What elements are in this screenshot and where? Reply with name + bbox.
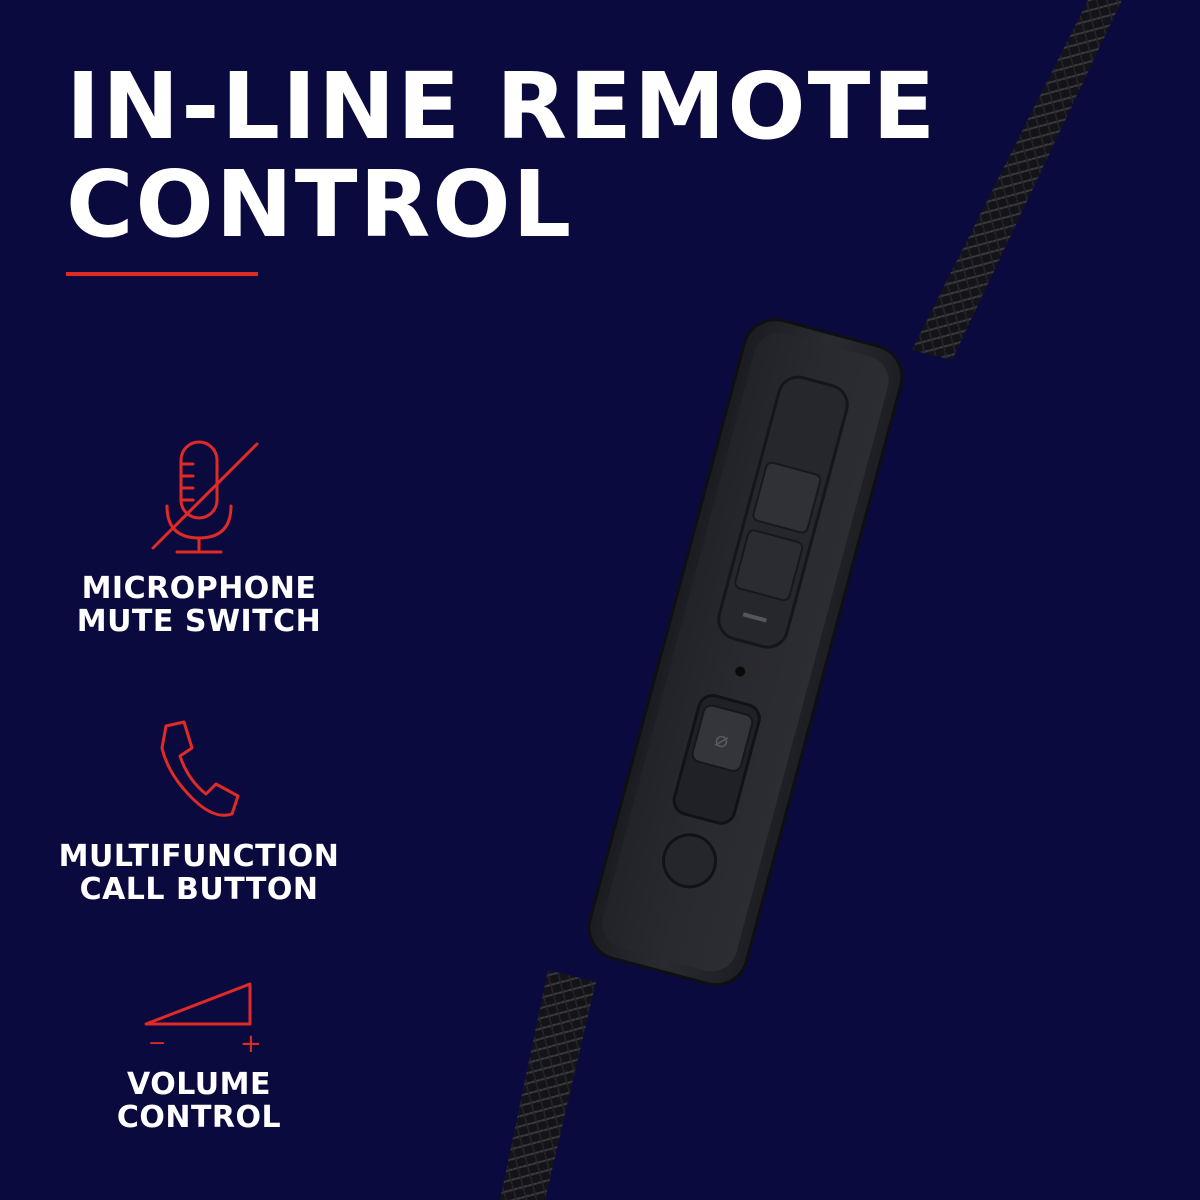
feature-volume-control: − + VOLUME CONTROL [34,976,364,1134]
feature-mic-mute-label: MICROPHONE MUTE SWITCH [76,571,322,639]
volume-minus-sign: − [148,1031,166,1056]
title-line-2: CONTROL [66,151,574,258]
feature-volume-control-label: VOLUME CONTROL [116,1067,282,1135]
cable-upper [912,0,1122,360]
call-button[interactable] [658,829,722,893]
phone-icon [160,720,240,817]
page-title: IN-LINE REMOTE CONTROL [66,58,937,254]
microphone-mute-icon [151,440,259,554]
volume-plus-sign: + [240,1029,262,1056]
mute-switch[interactable]: ⌀ [671,692,762,826]
cable-lower [500,970,596,1200]
remote-body: ⌀ [587,318,904,987]
volume-rocker[interactable] [714,373,851,652]
feature-call-button-label: MULTIFUNCTION CALL BUTTON [58,839,340,907]
title-underline [66,272,258,276]
feature-mic-mute: MICROPHONE MUTE SWITCH [34,434,364,638]
volume-ramp-icon: − + [144,982,262,1056]
mic-hole [735,666,746,677]
title-line-1: IN-LINE REMOTE [66,53,938,160]
svg-text:⌀: ⌀ [712,727,731,755]
feature-call-button: MULTIFUNCTION CALL BUTTON [34,718,364,906]
